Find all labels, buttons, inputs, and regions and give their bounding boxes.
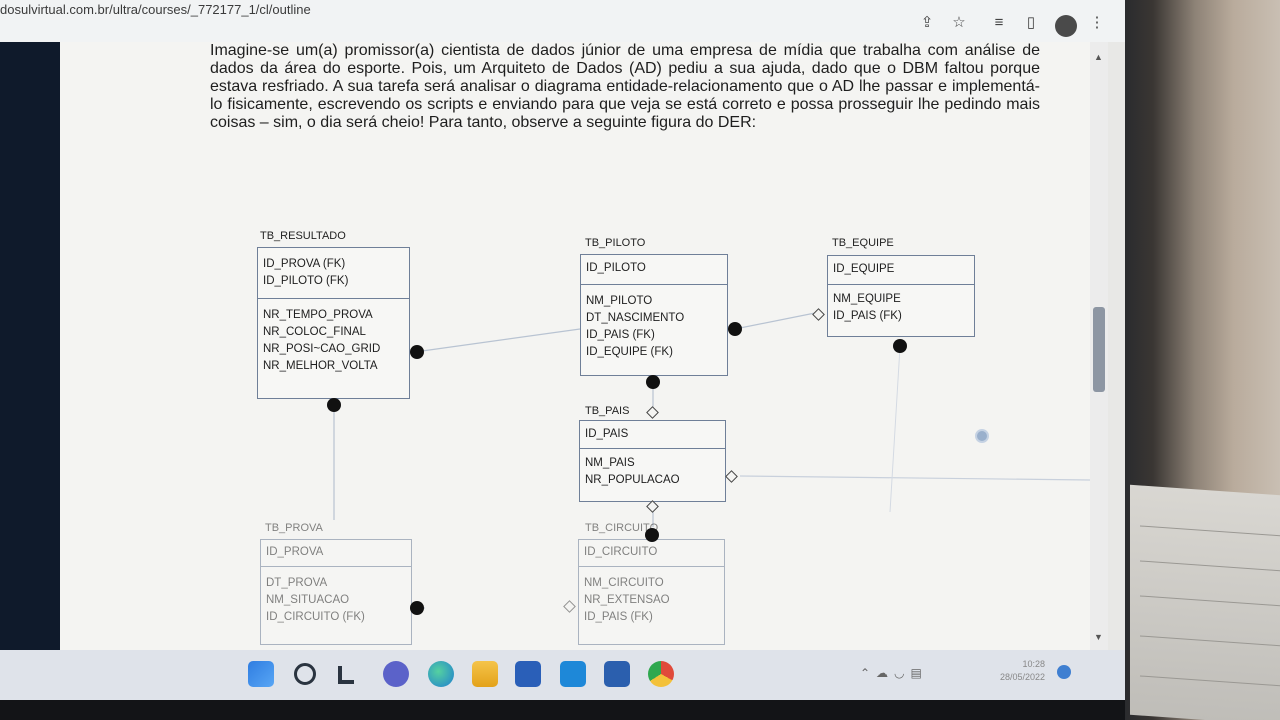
attr-field: ID_PAIS (FK) [584,611,653,623]
tb-piloto-pk: ID_PILOTO [581,255,727,285]
attr-field: NM_PAIS [585,457,635,469]
tb-resultado-attrs: NR_TEMPO_PROVA NR_COLOC_FINAL NR_POSI~CA… [258,299,409,383]
vertical-scrollbar[interactable]: ▲ ▼ [1090,42,1108,650]
search-icon[interactable] [294,663,316,685]
windows-taskbar: ⌃☁◡▤ 10:28 28/05/2022 [0,650,1125,700]
file-explorer-icon[interactable] [472,661,498,687]
rel-piloto-equipe [734,312,816,330]
content-area: Imagine-se um(a) promissor(a) cientista … [60,42,1090,650]
background-paper [1130,484,1280,720]
screen: dosulvirtual.com.br/ultra/courses/_77217… [0,0,1125,700]
tb-circuito-pk: ID_CIRCUITO [579,540,724,567]
attr-field: DT_NASCIMENTO [586,312,685,324]
connector-dot [645,528,659,542]
tb-prova-attrs: DT_PROVA NM_SITUACAO ID_CIRCUITO (FK) [261,567,411,634]
attr-field: NR_EXTENSAO [584,594,670,606]
reading-list-icon[interactable]: ≡ [994,14,1004,31]
pk-field: ID_PAIS [585,428,629,440]
clock-date: 28/05/2022 [999,672,1045,682]
tb-pais-entity[interactable]: ID_PAIS NM_PAIS NR_POPULACAO [579,420,726,502]
rel-resultado-piloto [414,328,581,353]
tb-circuito-name: TB_CIRCUITO [585,522,659,534]
browser-toolbar [0,22,1125,42]
word-icon[interactable] [604,661,630,687]
tb-piloto-attrs: NM_PILOTO DT_NASCIMENTO ID_PAIS (FK) ID_… [581,285,727,369]
star-icon[interactable]: ☆ [952,14,966,31]
rel-pais-other [739,475,1090,481]
url-text[interactable]: dosulvirtual.com.br/ultra/courses/_77217… [0,2,311,17]
attr-field: NM_SITUACAO [266,594,350,606]
pk-field: ID_CIRCUITO [584,546,658,558]
chrome-icon[interactable] [648,661,674,687]
attr-field: NM_EQUIPE [833,293,901,305]
tb-pais-attrs: NM_PAIS NR_POPULACAO [580,449,725,495]
scroll-thumb[interactable] [1093,307,1105,392]
course-sidebar [0,42,60,650]
profile-avatar[interactable] [1055,15,1077,37]
tb-equipe-pk: ID_EQUIPE [828,256,974,285]
pk-field: ID_PILOTO [586,262,646,274]
tb-prova-pk: ID_PROVA [261,540,411,567]
cursor-indicator [975,429,989,443]
tb-equipe-name: TB_EQUIPE [832,237,894,249]
pk-field: ID_PILOTO (FK) [263,275,349,287]
pk-field: ID_PROVA (FK) [263,258,346,270]
share-icon[interactable]: ⇪ [920,14,934,31]
address-bar[interactable]: dosulvirtual.com.br/ultra/courses/_77217… [0,0,1125,22]
connector-dot [728,322,742,336]
system-tray[interactable]: ⌃☁◡▤ [860,666,928,680]
tb-pais-pk: ID_PAIS [580,421,725,449]
tb-circuito-attrs: NM_CIRCUITO NR_EXTENSAO ID_PAIS (FK) [579,567,724,634]
notification-icon[interactable] [1057,665,1071,679]
attr-field: ID_PAIS (FK) [586,329,655,341]
tb-resultado-pk: ID_PROVA (FK) ID_PILOTO (FK) [258,248,409,299]
tb-equipe-attrs: NM_EQUIPE ID_PAIS (FK) [828,285,974,331]
tb-circuito-entity[interactable]: ID_CIRCUITO NM_CIRCUITO NR_EXTENSAO ID_P… [578,539,725,645]
attr-field: NR_POSI~CAO_GRID [263,343,381,355]
scroll-up-icon[interactable]: ▲ [1094,52,1103,62]
connector-dot [410,601,424,615]
attr-field: NR_POPULACAO [585,474,680,486]
mail-icon[interactable] [560,661,586,687]
pk-field: ID_EQUIPE [833,263,895,275]
tb-equipe-entity[interactable]: ID_EQUIPE NM_EQUIPE ID_PAIS (FK) [827,255,975,337]
edge-icon[interactable] [428,661,454,687]
relationship-lines [333,312,1090,609]
connector-dot [410,345,424,359]
connector-dot [327,398,341,412]
attr-field: ID_PAIS (FK) [833,310,902,322]
monitor-bezel-bottom [0,700,1125,720]
pk-field: ID_PROVA [266,546,324,558]
clock-time: 10:28 [1022,659,1045,669]
tb-resultado-name: TB_RESULTADO [260,230,346,242]
tb-pais-name: TB_PAIS [585,405,630,417]
attr-field: NM_PILOTO [586,295,653,307]
tb-prova-entity[interactable]: ID_PROVA DT_PROVA NM_SITUACAO ID_CIRCUIT… [260,539,412,645]
tb-prova-name: TB_PROVA [265,522,323,534]
attr-field: NR_MELHOR_VOLTA [263,360,378,372]
connector-dot [646,375,660,389]
chat-icon[interactable] [383,661,409,687]
scroll-down-icon[interactable]: ▼ [1094,632,1103,642]
tb-resultado-entity[interactable]: ID_PROVA (FK) ID_PILOTO (FK) NR_TEMPO_PR… [257,247,410,399]
attr-field: ID_EQUIPE (FK) [586,346,673,358]
attr-field: ID_CIRCUITO (FK) [266,611,365,623]
windows-start-icon[interactable] [248,661,274,687]
attr-field: NM_CIRCUITO [584,577,664,589]
exercise-paragraph: Imagine-se um(a) promissor(a) cientista … [210,42,1040,131]
connector-dot [893,339,907,353]
attr-field: DT_PROVA [266,577,328,589]
tb-piloto-name: TB_PILOTO [585,237,646,249]
clock[interactable]: 10:28 28/05/2022 [985,658,1045,684]
widgets-icon[interactable] [338,666,354,684]
menu-icon[interactable]: ⋮ [1089,14,1105,31]
tb-piloto-entity[interactable]: ID_PILOTO NM_PILOTO DT_NASCIMENTO ID_PAI… [580,254,728,376]
store-icon[interactable] [515,661,541,687]
attr-field: NR_COLOC_FINAL [263,326,366,338]
rel-equipe-pais [889,346,901,513]
attr-field: NR_TEMPO_PROVA [263,309,373,321]
sidebar-icon[interactable]: ▯ [1026,14,1036,31]
